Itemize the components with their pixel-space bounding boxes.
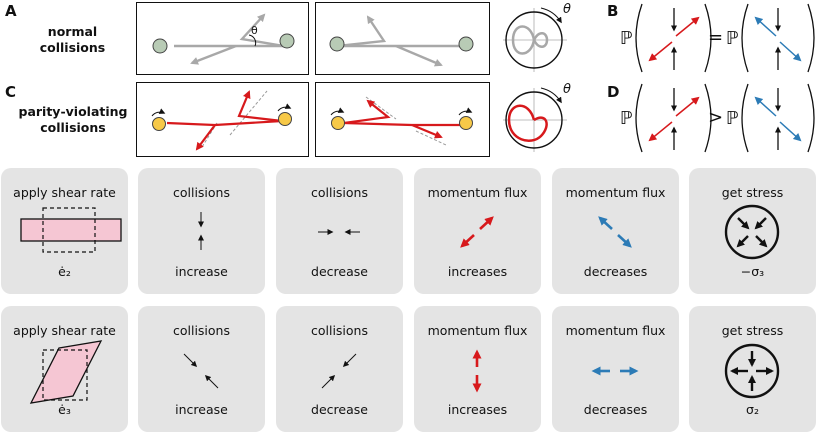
theta-label: θ [251, 24, 258, 37]
normal-collision-box-2 [315, 2, 490, 75]
collision-arrows-f-increase [183, 353, 219, 389]
card-title: collisions [172, 185, 230, 200]
prob-symbol-d-left: ℙ [620, 108, 633, 129]
prob-symbol-b-left: ℙ [620, 28, 633, 49]
stress-diagram-e [724, 204, 780, 260]
flux-arrows-f-increases [472, 349, 482, 393]
card-title: apply shear rate [13, 323, 116, 338]
card-title: momentum flux [427, 323, 528, 338]
polar-plot-parity [503, 87, 567, 152]
card-f-stress: get stress σ₂ [689, 306, 816, 432]
parity-collision-box-2 [315, 82, 490, 157]
card-label: decrease [311, 402, 368, 417]
collision-arrows-e-decrease [318, 229, 360, 235]
probability-diagram-d [635, 83, 815, 153]
prob-symbol-d-right: ℙ [726, 108, 739, 129]
flux-arrows-e-increases [460, 216, 494, 248]
card-label: decreases [583, 402, 648, 417]
card-f-flux-increases: momentum flux increases [414, 306, 541, 432]
card-label: increase [175, 402, 228, 417]
card-title: momentum flux [565, 323, 666, 338]
card-title: get stress [721, 323, 784, 338]
polar-plot-normal [503, 7, 567, 72]
relation-d: > [708, 107, 724, 128]
card-label: decreases [583, 264, 648, 279]
card-title: momentum flux [427, 185, 528, 200]
card-title: collisions [310, 323, 368, 338]
card-label: ė₃ [58, 402, 71, 417]
relation-b: = [708, 27, 724, 48]
panel-letter-d: D [607, 83, 620, 101]
card-e-flux-decreases: momentum flux decreases [552, 168, 679, 294]
shear-diagram-e [20, 207, 122, 253]
panel-a-title: normal collisions [39, 24, 106, 55]
flux-arrows-e-decreases [598, 216, 632, 248]
card-title: get stress [721, 185, 784, 200]
card-e-collisions-decrease: collisions decrease [276, 168, 403, 294]
collision-arrows-e-increase [198, 212, 204, 250]
card-f-shear: apply shear rate ė₃ [1, 306, 128, 432]
card-e-shear: apply shear rate ė₂ [1, 168, 128, 294]
card-label: σ₂ [746, 402, 759, 417]
card-f-collisions-increase: collisions increase [138, 306, 265, 432]
flux-arrows-f-decreases [591, 366, 639, 376]
card-label: increases [447, 264, 508, 279]
panel-letter-a: A [5, 2, 17, 20]
parity-collision-box-1 [136, 82, 309, 157]
panel-c-title: parity-violating collisions [18, 104, 128, 135]
normal-collision-diagram-2 [329, 15, 474, 67]
prob-symbol-b-right: ℙ [726, 28, 739, 49]
card-e-flux-increases: momentum flux increases [414, 168, 541, 294]
parity-collision-diagram-1 [151, 90, 292, 151]
card-f-flux-decreases: momentum flux decreases [552, 306, 679, 432]
card-label: −σ₃ [740, 264, 765, 279]
normal-collision-box-1: θ [136, 2, 309, 75]
polar-theta-c: θ [563, 82, 571, 97]
card-e-stress: get stress −σ₃ [689, 168, 816, 294]
card-label: increases [447, 402, 508, 417]
normal-collision-diagram-1 [152, 13, 295, 65]
polar-theta-a: θ [563, 2, 571, 17]
shear-diagram-f [29, 340, 103, 404]
card-title: momentum flux [565, 185, 666, 200]
parity-collision-diagram-2 [330, 96, 473, 146]
panel-letter-b: B [607, 2, 619, 20]
card-e-collisions-increase: collisions increase [138, 168, 265, 294]
card-label: decrease [311, 264, 368, 279]
card-title: apply shear rate [13, 185, 116, 200]
card-label: increase [175, 264, 228, 279]
card-label: ė₂ [58, 264, 71, 279]
card-title: collisions [172, 323, 230, 338]
panel-letter-c: C [5, 83, 17, 101]
probability-diagram-b [635, 3, 815, 73]
stress-diagram-f [724, 343, 780, 399]
card-title: collisions [310, 185, 368, 200]
collision-arrows-f-decrease [321, 353, 357, 389]
card-f-collisions-decrease: collisions decrease [276, 306, 403, 432]
